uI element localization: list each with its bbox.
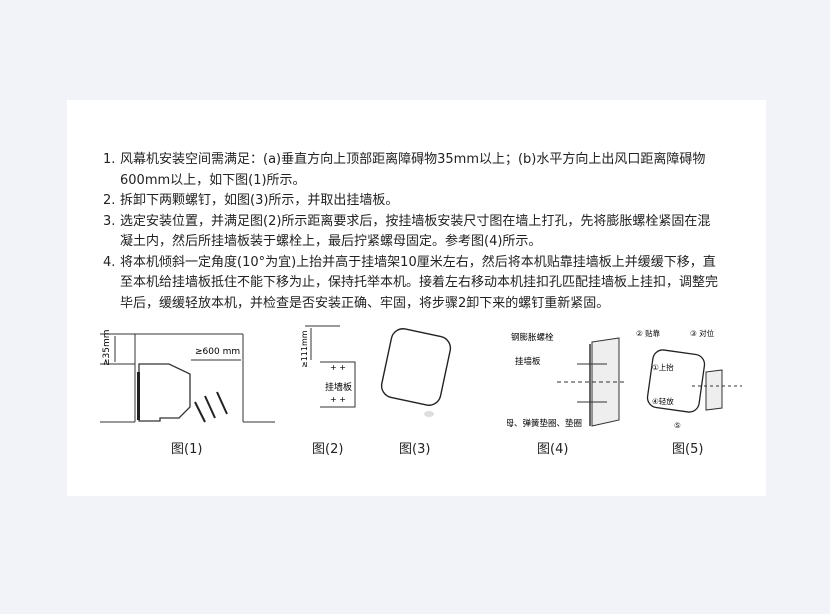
dim-label: ≥111mm — [300, 330, 309, 368]
instruction-card: 1.风幕机安装空间需满足：(a)垂直方向上顶部距离障碍物35mm以上；(b)水平… — [67, 100, 766, 496]
svg-text:③ 对位: ③ 对位 — [690, 328, 715, 338]
step-item: 2.拆卸下两颗螺钉，如图(3)所示，并取出挂墙板。 — [103, 193, 399, 208]
figure-5-caption: 图(5) — [672, 442, 704, 457]
figure-3-caption: 图(3) — [399, 442, 431, 457]
step-item: 1.风幕机安装空间需满足：(a)垂直方向上顶部距离障碍物35mm以上；(b)水平… — [103, 152, 706, 188]
figure-5-mounting-diagram: ② 贴靠 ③ 对位 ①上抬 ④轻放 ⑤ — [636, 328, 742, 430]
figure-1-caption: 图(1) — [171, 442, 203, 457]
installation-steps: 1.风幕机安装空间需满足：(a)垂直方向上顶部距离障碍物35mm以上；(b)水平… — [103, 150, 723, 314]
figure-2-caption: 图(2) — [312, 442, 344, 457]
figure-2-plate-diagram: ≥111mm + + 挂墙板 + + — [300, 325, 356, 408]
figure-4-caption: 图(4) — [537, 442, 569, 457]
svg-text:螺母、弹簧垫圈、垫圈: 螺母、弹簧垫圈、垫圈 — [507, 418, 582, 429]
figure-4-anchor-diagram: 钢膨胀螺栓 挂墙板 螺母、弹簧垫圈、垫圈 — [507, 332, 627, 429]
svg-text:+ +: + + — [330, 395, 346, 404]
svg-text:挂墙板: 挂墙板 — [515, 356, 541, 367]
dim-top-label: ≥35mm — [102, 329, 112, 366]
svg-text:② 贴靠: ② 贴靠 — [636, 328, 661, 338]
dim-side-label: ≥600 mm — [195, 347, 240, 357]
step-item: 3.选定安装位置，并满足图(2)所示距离要求后，按挂墙板安装尺寸图在墙上打孔，先… — [103, 213, 711, 250]
svg-text:钢膨胀螺栓: 钢膨胀螺栓 — [511, 332, 554, 343]
svg-text:+ +: + + — [330, 363, 346, 372]
wall-plate-label: 挂墙板 — [325, 381, 352, 393]
svg-text:④轻放: ④轻放 — [652, 396, 674, 406]
svg-text:⑤: ⑤ — [674, 421, 681, 430]
step-item: 4.将本机倾斜一定角度(10°为宜)上抬并高于挂墙架10厘米左右，然后将本机贴靠… — [103, 254, 719, 311]
figure-3-unit-diagram — [380, 328, 452, 417]
svg-text:①上抬: ①上抬 — [652, 362, 674, 372]
figure-1-clearance-diagram: ≥35mm ≥600 mm — [100, 329, 275, 423]
